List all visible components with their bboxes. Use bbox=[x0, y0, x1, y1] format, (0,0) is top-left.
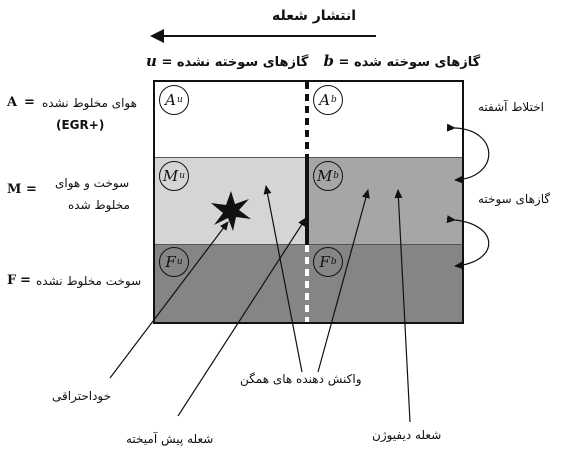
equals-sign: = bbox=[338, 55, 350, 70]
mixed-fuel-air-line1: سوخت و هوای bbox=[55, 176, 130, 190]
mixed-fuel-air-line2: مخلوط شده bbox=[68, 198, 130, 212]
m-equals: = bbox=[26, 182, 37, 197]
burned-gases-side-label: گازهای سوخته bbox=[478, 192, 551, 206]
flame-propagation-arrow-icon bbox=[150, 29, 376, 43]
homogeneous-leader-right bbox=[317, 189, 370, 373]
premixed-flame-leader bbox=[177, 217, 307, 417]
mixing-curve-lower-arrow bbox=[446, 215, 490, 270]
homogeneous-reactants-label: واکنش دهنده های همگن bbox=[240, 372, 362, 386]
unmixed-air-label: هوای مخلوط نشده bbox=[42, 96, 137, 110]
autoignition-leader bbox=[109, 221, 229, 379]
autoignition-star-icon bbox=[211, 191, 251, 231]
f-equals: = bbox=[20, 273, 31, 288]
diffusion-flame-label: شعله دیفیوژن bbox=[372, 428, 442, 442]
a-letter: A bbox=[7, 95, 18, 110]
flame-propagation-label: انتشار شعله bbox=[272, 8, 357, 24]
a-equals: = bbox=[24, 95, 35, 110]
unmixed-fuel-label: سوخت مخلوط نشده bbox=[36, 274, 142, 288]
turbulent-mixing-label: اختلاط آشفته bbox=[478, 100, 544, 114]
egr-label: (EGR+) bbox=[56, 118, 105, 132]
gas-legend: u = گازهای سوخته نشده b = گازهای سوخته ش… bbox=[146, 52, 480, 70]
mixing-curve-upper-arrow bbox=[446, 123, 490, 184]
unburned-gases-label: گازهای سوخته نشده bbox=[176, 55, 309, 70]
b-symbol: b bbox=[323, 52, 335, 70]
flame-front-line bbox=[305, 82, 309, 322]
equals-sign: = bbox=[161, 55, 173, 70]
premixed-flame-label: شعله پیش آمیخته bbox=[126, 432, 214, 446]
autoignition-label: خوداحتراقی bbox=[52, 389, 112, 403]
burned-gases-label: گازهای سوخته شده bbox=[353, 55, 481, 70]
u-symbol: u bbox=[146, 52, 157, 70]
homogeneous-leader-left bbox=[263, 185, 303, 373]
m-letter: M bbox=[7, 182, 22, 197]
diffusion-flame-leader bbox=[394, 189, 411, 423]
f-letter: F bbox=[7, 273, 17, 288]
